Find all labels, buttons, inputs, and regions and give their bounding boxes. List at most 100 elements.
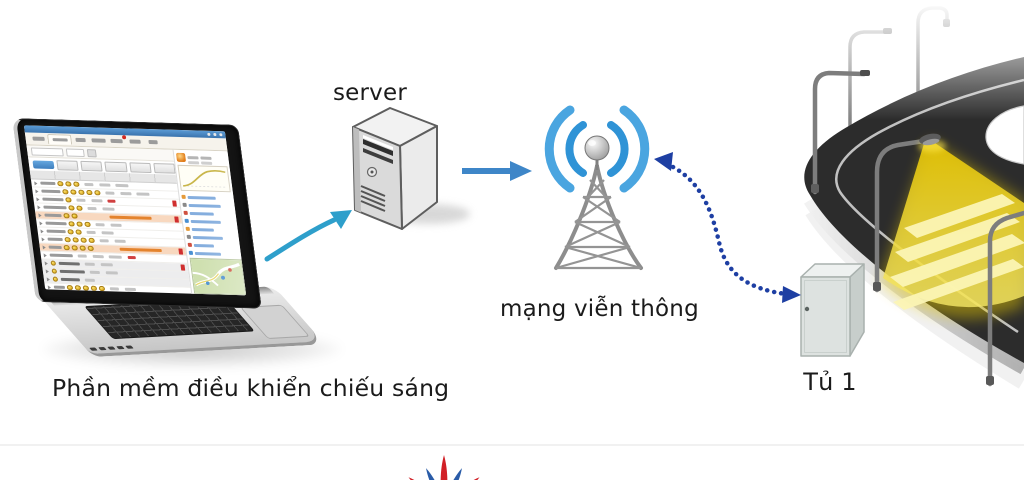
divider-line — [0, 444, 1024, 446]
bulb-icon — [70, 189, 77, 195]
link-icon — [188, 250, 194, 255]
expand-arrow-icon — [35, 188, 39, 194]
link-icon — [181, 194, 186, 199]
toolbar-button — [128, 161, 152, 173]
cabinet-label: Tủ 1 — [803, 368, 857, 396]
bulb-icon — [71, 213, 78, 219]
bulb-icon — [90, 285, 97, 292]
link-icon — [186, 234, 192, 239]
lamp-icon — [175, 152, 187, 163]
expand-arrow-icon — [46, 276, 51, 282]
expand-arrow-icon — [39, 220, 43, 226]
alert-flag-icon — [174, 216, 179, 223]
expand-arrow-icon — [41, 236, 45, 242]
alert-flag-icon — [180, 264, 186, 271]
bulb-icon — [74, 284, 81, 291]
filter-dropdown — [30, 146, 64, 156]
filter-dropdown — [65, 148, 85, 157]
expand-arrow-icon — [40, 228, 44, 234]
expand-arrow-icon — [37, 204, 41, 210]
street-lamp-near — [811, 70, 1024, 387]
expand-arrow-icon — [38, 212, 42, 218]
link-icon — [184, 218, 189, 223]
toolbar-button — [153, 162, 176, 174]
screen-tab — [143, 137, 162, 147]
primary-button — [32, 159, 55, 169]
stat-bar — [187, 156, 199, 160]
bulb-icon — [68, 205, 75, 211]
bulb-icon — [86, 189, 93, 196]
dotted-arrow-network-cabinet — [654, 152, 801, 303]
bulb-icon — [88, 237, 95, 244]
bulb-icon — [71, 245, 78, 251]
alert-flag-icon — [178, 248, 184, 255]
bulb-icon — [57, 180, 64, 187]
server-illustration — [352, 107, 470, 230]
bulb-icon — [82, 285, 89, 291]
telecom-tower-illustration — [544, 105, 650, 270]
screen-links — [181, 193, 239, 258]
screen-table-rows — [30, 179, 192, 296]
bulb-icon — [68, 221, 75, 227]
screen-tab — [89, 136, 108, 146]
bulb-icon — [87, 245, 94, 252]
bulb-icon — [73, 181, 80, 188]
expand-arrow-icon — [36, 196, 40, 202]
radio-waves-icon — [544, 105, 650, 193]
toolbar-button — [80, 160, 104, 172]
bulb-icon — [66, 284, 73, 291]
link-icon — [182, 202, 187, 207]
expand-arrow-icon — [34, 180, 38, 186]
bulb-icon — [79, 245, 86, 251]
bulb-icon — [67, 228, 74, 235]
screen-map — [189, 257, 247, 296]
bulb-icon — [52, 276, 59, 282]
bulb-icon — [76, 205, 83, 212]
bulb-icon — [76, 221, 83, 227]
expand-arrow-icon — [43, 252, 48, 258]
bulb-icon — [63, 212, 70, 219]
bulb-icon — [78, 189, 85, 196]
bulb-icon — [65, 181, 72, 187]
screen-right-panel — [172, 149, 247, 296]
laptop-trackpad — [239, 304, 310, 339]
server-label: server — [332, 80, 407, 106]
laptop-screen — [12, 118, 262, 309]
alert-flag-icon — [172, 200, 177, 207]
bulb-icon — [84, 221, 91, 228]
laptop-ports — [89, 345, 137, 351]
screen-link — [188, 249, 239, 258]
bulb-icon — [75, 229, 82, 235]
logo-partial — [408, 455, 480, 480]
link-icon — [183, 210, 188, 215]
screen-panel-summary — [175, 151, 228, 166]
screen-tab — [125, 137, 144, 147]
bulb-icon — [80, 237, 87, 244]
expand-arrow-icon — [47, 284, 52, 290]
screen-tab — [107, 134, 127, 146]
link-icon — [187, 242, 193, 247]
arrow-server-to-network — [462, 161, 532, 181]
toolbar-button — [56, 159, 79, 171]
laptop-caption-label: Phần mềm điều khiển chiếu sáng — [52, 374, 450, 402]
road-scene — [804, 0, 1024, 389]
bulb-icon — [62, 188, 69, 195]
screen-tab — [71, 135, 90, 145]
bulb-icon — [65, 197, 72, 203]
screen-tab — [46, 133, 73, 145]
bulb-icon — [50, 268, 58, 274]
bulb-icon — [98, 285, 105, 292]
arrow-laptop-to-server — [264, 210, 352, 262]
bulb-icon — [49, 260, 57, 266]
window-controls-icon — [219, 133, 223, 137]
bulb-icon — [72, 237, 79, 243]
toolbar-button — [104, 161, 128, 172]
expand-arrow-icon — [42, 244, 46, 250]
bulb-icon — [63, 244, 70, 251]
expand-arrow-icon — [45, 268, 50, 274]
link-icon — [185, 226, 191, 231]
lighting-software-ui — [23, 125, 247, 296]
expand-arrow-icon — [44, 260, 49, 266]
filter-button — [86, 148, 97, 157]
